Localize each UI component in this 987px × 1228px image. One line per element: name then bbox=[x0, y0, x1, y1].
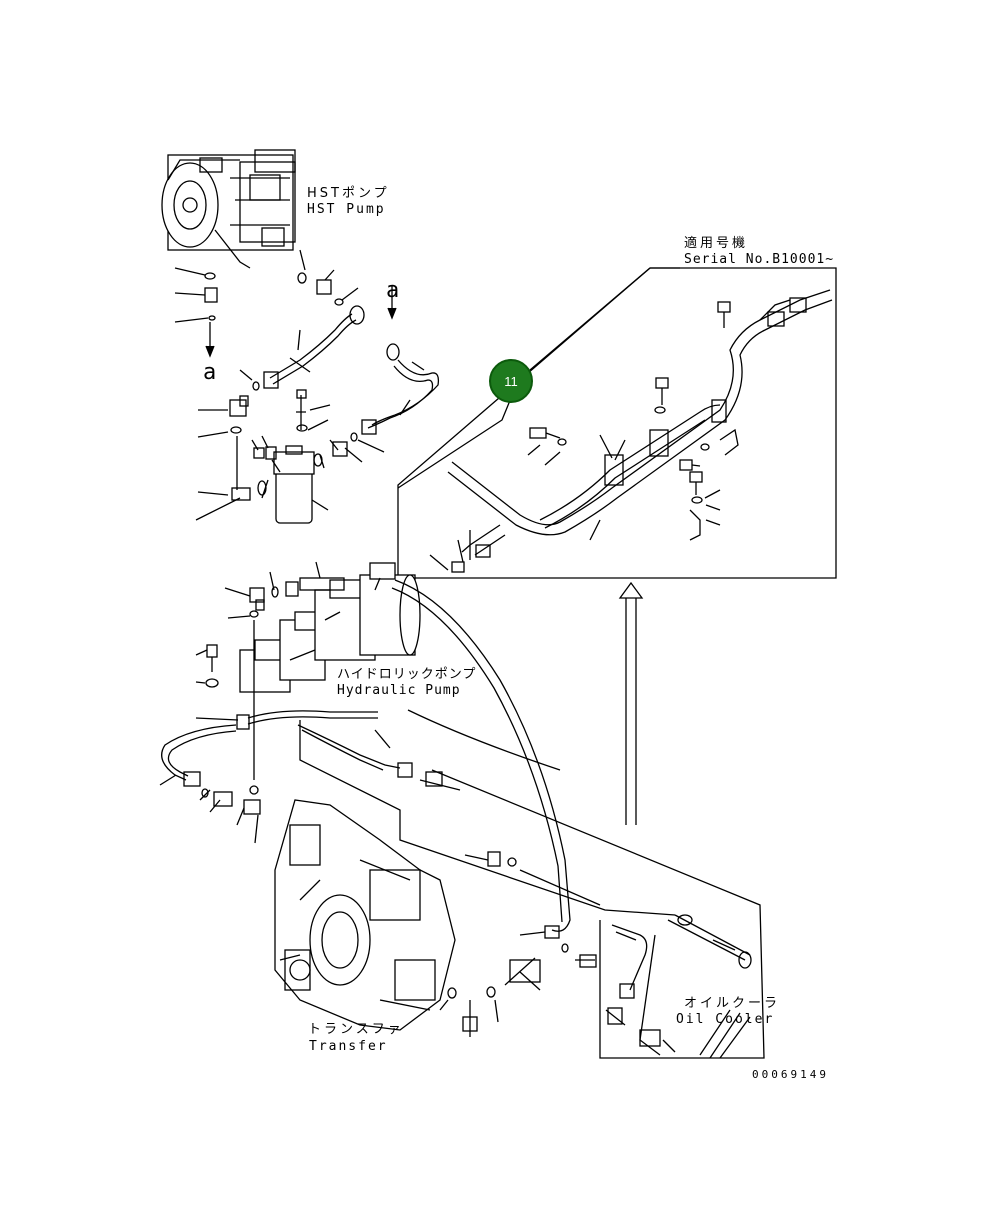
transfer-label-en: Transfer bbox=[309, 1039, 388, 1054]
reference-letter-a-top: a bbox=[386, 278, 400, 303]
hst-pump-label-jp: HSTポンプ bbox=[307, 186, 390, 201]
serial-label-jp: 適用号機 bbox=[684, 236, 749, 251]
hose-lines bbox=[159, 579, 765, 1059]
hst-pump-drawing bbox=[161, 149, 296, 269]
part-callout-11[interactable]: 11 bbox=[489, 359, 533, 403]
reference-letter-a-left: a bbox=[203, 360, 217, 385]
transfer-label-jp: トランスファ bbox=[308, 1022, 404, 1037]
serial-label-en: Serial No.B10001~ bbox=[684, 252, 835, 267]
oil-cooler-label-jp: オイルクーラ bbox=[684, 996, 781, 1011]
transfer-drawing bbox=[274, 799, 456, 1031]
oil-cooler-label-en: Oil Cooler bbox=[676, 1012, 775, 1027]
document-number: 00069149 bbox=[752, 1068, 829, 1081]
hydraulic-pump-label-en: Hydraulic Pump bbox=[337, 683, 461, 698]
hydraulic-pump-drawing bbox=[195, 561, 421, 780]
callout-leader bbox=[397, 397, 512, 489]
hst-pump-label-en: HST Pump bbox=[307, 202, 386, 217]
oil-cooler-drawing bbox=[605, 914, 752, 1059]
hst-fittings bbox=[174, 249, 440, 524]
hydraulic-pump-label-jp: ハイドロリックポンプ bbox=[337, 667, 477, 682]
up-arrow bbox=[618, 581, 644, 825]
transfer-fittings bbox=[439, 851, 601, 1037]
serial-detail-box bbox=[397, 267, 837, 579]
